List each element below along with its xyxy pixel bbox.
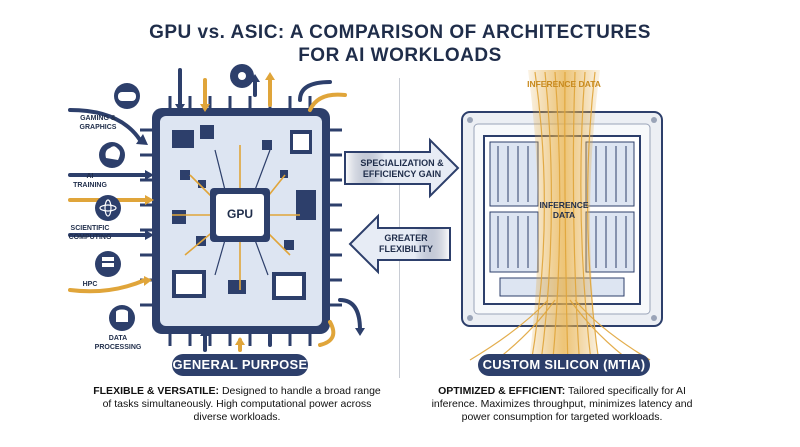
gpu-description: FLEXIBLE & VERSATILE: Designed to handle… [92,385,382,424]
workload-icons [95,64,254,331]
gpu-die-label: GPU [226,207,253,221]
general-purpose-pill: GENERAL PURPOSE [172,354,308,376]
asic-description-heading: OPTIMIZED & EFFICIENT: [438,385,566,397]
asic-description: OPTIMIZED & EFFICIENT: Tailored specific… [426,385,698,424]
inference-data-label-top: INFERENCE DATA [527,79,601,89]
workload-label-data-processing: DATA PROCESSING [94,335,142,351]
flexibility-arrow [348,213,451,275]
workload-label-gaming: GAMING & GRAPHICS [79,115,117,131]
gpu-description-heading: FLEXIBLE & VERSATILE: [93,385,220,397]
custom-silicon-pill: CUSTOM SILICON (MTIA) [478,354,650,376]
inference-data-label-center: INFERENCE DATA [539,200,589,220]
specialization-arrow [344,137,460,199]
asic-description-body: Tailored specifically for AI inference. … [431,385,693,423]
gpu-chip [140,96,342,346]
specialization-arrow-label: SPECIALIZATION & EFFICIENCY GAIN [360,158,444,179]
flexibility-arrow-label: GREATER FLEXIBILITY [379,233,433,254]
workload-label-hpc: HPC [82,281,98,288]
page-title-line2: FOR AI WORKLOADS [298,45,502,66]
workload-label-ai-training: AI TRAINING [73,173,107,189]
gpu-description-body: Designed to handle a broad range of task… [102,385,381,423]
workload-label-scientific: SCIENTIFIC COMPUTING [68,225,112,241]
page-title: GPU vs. ASIC: A COMPARISON OF ARCHITECTU… [149,22,651,43]
atom-icon [95,195,121,221]
